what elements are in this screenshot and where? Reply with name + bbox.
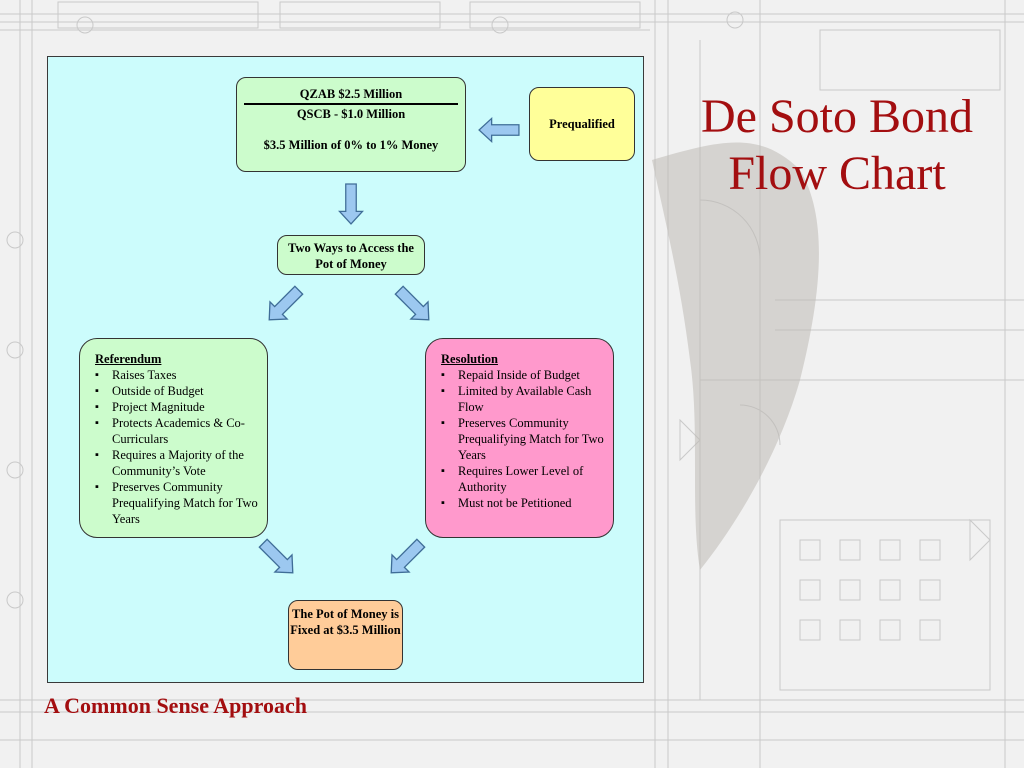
two-ways-box: Two Ways to Access the Pot of Money [277,235,425,275]
slide-title: De Soto Bond Flow Chart [700,90,973,200]
arrow-down-right-icon [394,285,430,321]
list-item: Raises Taxes [95,367,261,383]
resolution-heading: Resolution [441,352,498,366]
list-item: Must not be Petitioned [441,495,607,511]
pot-of-money-box: The Pot of Money is Fixed at $3.5 Millio… [288,600,403,670]
referendum-list: Raises Taxes Outside of Budget Project M… [95,367,261,527]
list-item: Limited by Available Cash Flow [441,383,607,415]
pot-of-money-label: The Pot of Money is Fixed at $3.5 Millio… [290,607,401,637]
resolution-list: Repaid Inside of Budget Limited by Avail… [441,367,607,511]
referendum-heading: Referendum [95,352,162,366]
list-item: Preserves Community Prequalifying Match … [441,415,607,463]
list-item: Requires Lower Level of Authority [441,463,607,495]
arrow-down-icon [338,183,364,225]
list-item: Preserves Community Prequalifying Match … [95,479,261,527]
prequalified-label: Prequalified [549,117,615,131]
list-item: Requires a Majority of the Community’s V… [95,447,261,479]
resolution-box: Resolution Repaid Inside of Budget Limit… [425,338,614,538]
arrow-down-left-icon [390,538,426,574]
qscb-line: QSCB - $1.0 Million [296,107,406,121]
prequalified-box: Prequalified [529,87,635,161]
arrow-down-right-icon [258,538,294,574]
two-ways-label: Two Ways to Access the Pot of Money [288,241,414,271]
list-item: Project Magnitude [95,399,261,415]
qzab-line: QZAB $2.5 Million [299,87,403,101]
list-item: Protects Academics & Co-Curriculars [95,415,261,447]
arrow-down-left-icon [268,285,304,321]
funding-source-box: QZAB $2.5 Million QSCB - $1.0 Million $3… [236,77,466,172]
total-money-line: $3.5 Million of 0% to 1% Money [263,138,439,152]
divider-line [244,103,458,105]
arrow-left-icon [478,117,520,143]
list-item: Outside of Budget [95,383,261,399]
list-item: Repaid Inside of Budget [441,367,607,383]
slide-footer: A Common Sense Approach [44,693,308,718]
referendum-box: Referendum Raises Taxes Outside of Budge… [79,338,268,538]
